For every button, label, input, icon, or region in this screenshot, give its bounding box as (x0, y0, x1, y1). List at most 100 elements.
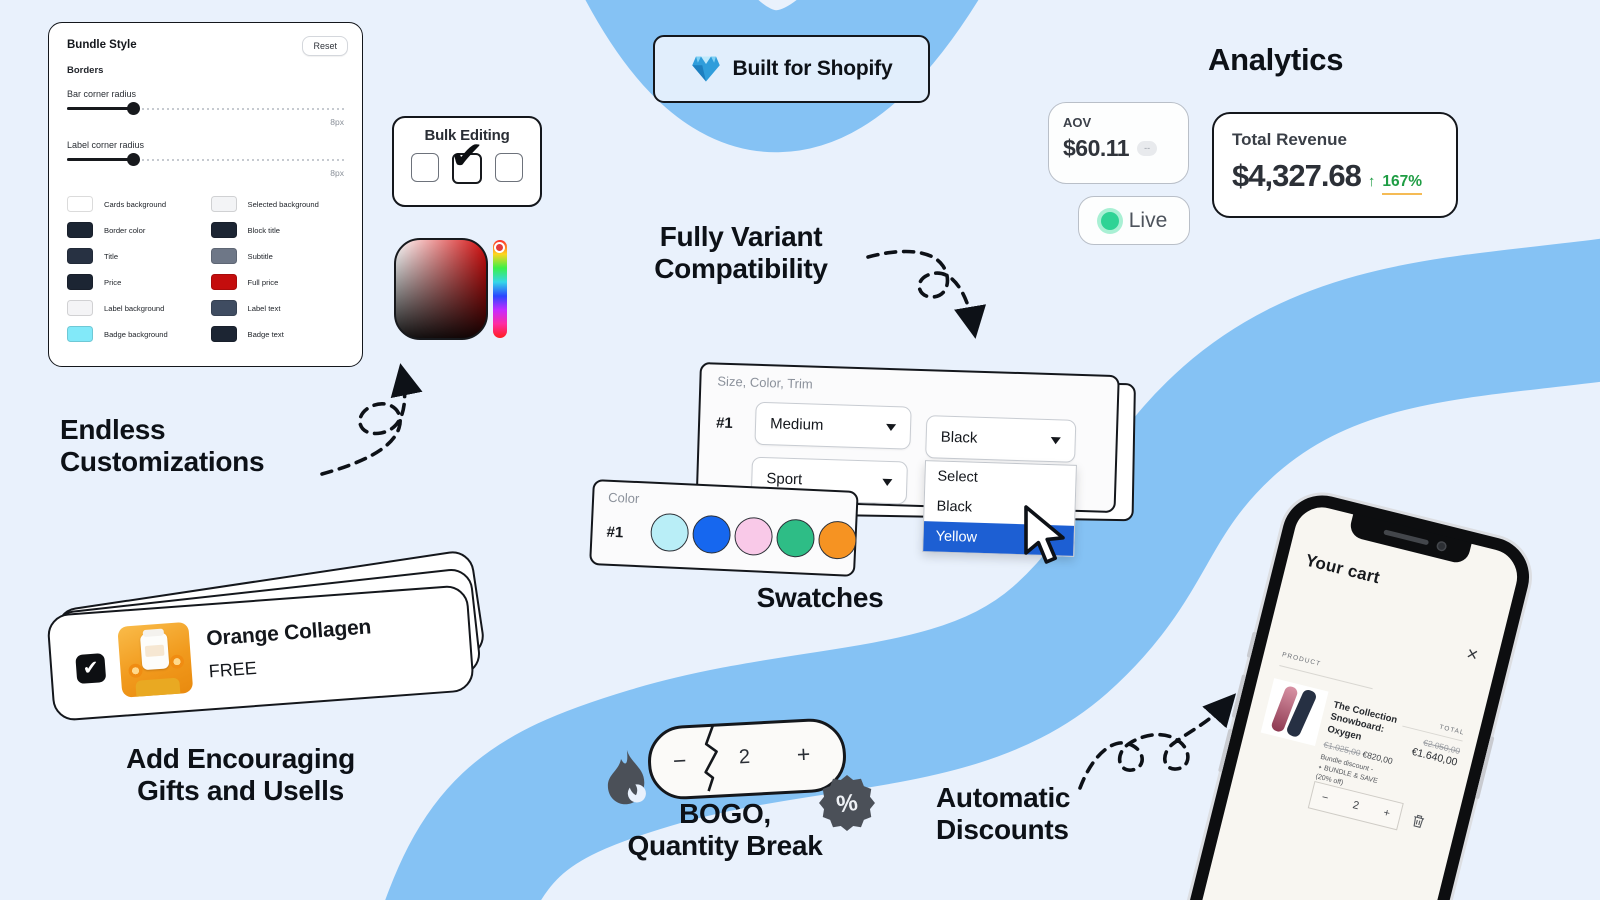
swatch-circle[interactable] (733, 516, 774, 557)
gift-price: FREE (208, 657, 258, 682)
swatch-circle[interactable] (691, 514, 732, 555)
color-chip[interactable] (67, 274, 93, 290)
live-dot-icon (1100, 211, 1119, 230)
color-setting-label: Selected background (247, 199, 319, 209)
fire-icon (607, 749, 646, 805)
color-chip[interactable] (67, 300, 93, 316)
dropdown-option[interactable]: Select (937, 468, 979, 486)
color-setting-row: Price (67, 274, 201, 290)
color-setting-row: Label text (210, 300, 345, 316)
gem-icon (691, 56, 720, 82)
hue-slider-thumb[interactable] (494, 242, 505, 253)
heading-line: Gifts and Usells (137, 775, 344, 807)
color-dropdown[interactable]: Black (925, 415, 1077, 463)
heading-line: Customizations (60, 446, 265, 478)
increase-button[interactable]: + (796, 740, 811, 768)
heading-line: Quantity Break (627, 830, 823, 862)
gifts-upsells-heading: Add Encouraging Gifts and Usells (98, 743, 383, 808)
camera-dot (1437, 541, 1446, 551)
live-label: Live (1128, 208, 1168, 232)
heading-line: Compatibility (654, 253, 828, 285)
size-dropdown[interactable]: Medium (754, 401, 912, 450)
color-setting-row: Selected background (210, 196, 345, 212)
slider-track (67, 107, 344, 110)
swatch-circle[interactable] (649, 512, 690, 553)
quantity-value: 2 (738, 745, 751, 769)
reset-button[interactable]: Reset (302, 36, 348, 56)
increase-button[interactable]: + (1382, 806, 1392, 820)
bar-corner-radius-value: 8px (330, 117, 344, 127)
slider-thumb[interactable] (127, 153, 140, 166)
color-setting-label: Price (104, 277, 122, 287)
color-swatch-panel: Color #1 (589, 479, 859, 577)
color-chip[interactable] (210, 222, 237, 238)
color-chip[interactable] (210, 326, 237, 342)
color-setting-row: Cards background (67, 196, 201, 212)
color-chip[interactable] (67, 196, 93, 212)
color-chip[interactable] (67, 222, 93, 238)
color-picker-area[interactable] (394, 238, 488, 340)
automatic-discounts-heading: Automatic Discounts (936, 782, 1071, 847)
hue-slider[interactable] (493, 240, 507, 338)
close-icon[interactable]: × (1464, 643, 1481, 667)
color-setting-row: Border color (67, 222, 201, 238)
orange-slice-shape (169, 654, 185, 670)
bogo-quantity-break-heading: BOGO, Quantity Break (600, 798, 850, 863)
color-setting-label: Subtitle (247, 251, 273, 261)
color-setting-label: Badge text (247, 329, 284, 339)
bar-corner-radius-slider[interactable] (67, 102, 344, 115)
live-badge: Live (1078, 196, 1190, 245)
bar-corner-radius-label: Bar corner radius (67, 89, 137, 99)
total-revenue-label: Total Revenue (1232, 130, 1347, 149)
color-panel-title: Color (607, 489, 640, 507)
decrease-button[interactable]: − (1320, 791, 1330, 805)
panel-title: Bundle Style (67, 39, 137, 51)
diamond-bullet-icon: ✦ (1317, 764, 1323, 772)
color-setting-label: Label background (104, 303, 165, 313)
decrease-button[interactable]: − (672, 747, 688, 774)
speaker-slot (1383, 529, 1430, 546)
checkbox-checked[interactable] (452, 153, 482, 184)
pedestal-shape (135, 677, 181, 698)
revenue-change-percent: 167% (1382, 173, 1423, 195)
color-setting-row: Block title (210, 222, 345, 238)
crack-icon (704, 724, 718, 792)
quantity-stepper: − 2 + (646, 716, 848, 802)
swatch-circle[interactable] (817, 520, 858, 560)
total-revenue-card: Total Revenue $4,327.68 ↑ 167% (1212, 112, 1458, 218)
trash-icon[interactable] (1410, 813, 1426, 830)
label-corner-radius-slider[interactable] (67, 153, 344, 166)
check-icon: ✔ (82, 657, 100, 680)
aov-menu-pill[interactable]: -- (1137, 141, 1158, 156)
chevron-down-icon (882, 478, 893, 487)
checkbox-unchecked[interactable] (495, 153, 523, 182)
color-chip[interactable] (67, 326, 93, 342)
color-setting-label: Full price (247, 277, 279, 287)
percent-badge-icon: % (819, 775, 875, 831)
checkbox-checked[interactable]: ✔ (75, 653, 107, 685)
color-setting-row: Title (67, 248, 201, 264)
color-chip[interactable] (210, 196, 237, 212)
heading-line: Discounts (936, 814, 1069, 846)
bulk-editing-title: Bulk Editing (424, 127, 510, 144)
color-settings-grid: Cards background Selected background Bor… (67, 196, 344, 342)
dropdown-value: Sport (766, 470, 803, 489)
slider-fill (67, 158, 133, 161)
chevron-down-icon (885, 423, 897, 432)
color-chip[interactable] (210, 248, 237, 264)
checkbox-unchecked[interactable] (411, 153, 439, 182)
color-chip[interactable] (210, 300, 237, 316)
check-icon: ✔ (448, 133, 485, 179)
swatch-circle[interactable] (775, 518, 816, 559)
heading-line: Endless (60, 414, 166, 445)
percent-glyph: % (835, 789, 860, 819)
color-setting-row: Subtitle (210, 248, 345, 264)
fully-variant-heading: Fully Variant Compatibility (616, 221, 866, 286)
chevron-down-icon (1050, 437, 1061, 445)
slider-thumb[interactable] (127, 102, 140, 115)
aov-label: AOV (1063, 115, 1092, 130)
color-chip[interactable] (67, 248, 93, 264)
slider-fill (67, 107, 133, 110)
color-setting-row: Full price (210, 274, 345, 290)
color-chip[interactable] (210, 274, 237, 290)
